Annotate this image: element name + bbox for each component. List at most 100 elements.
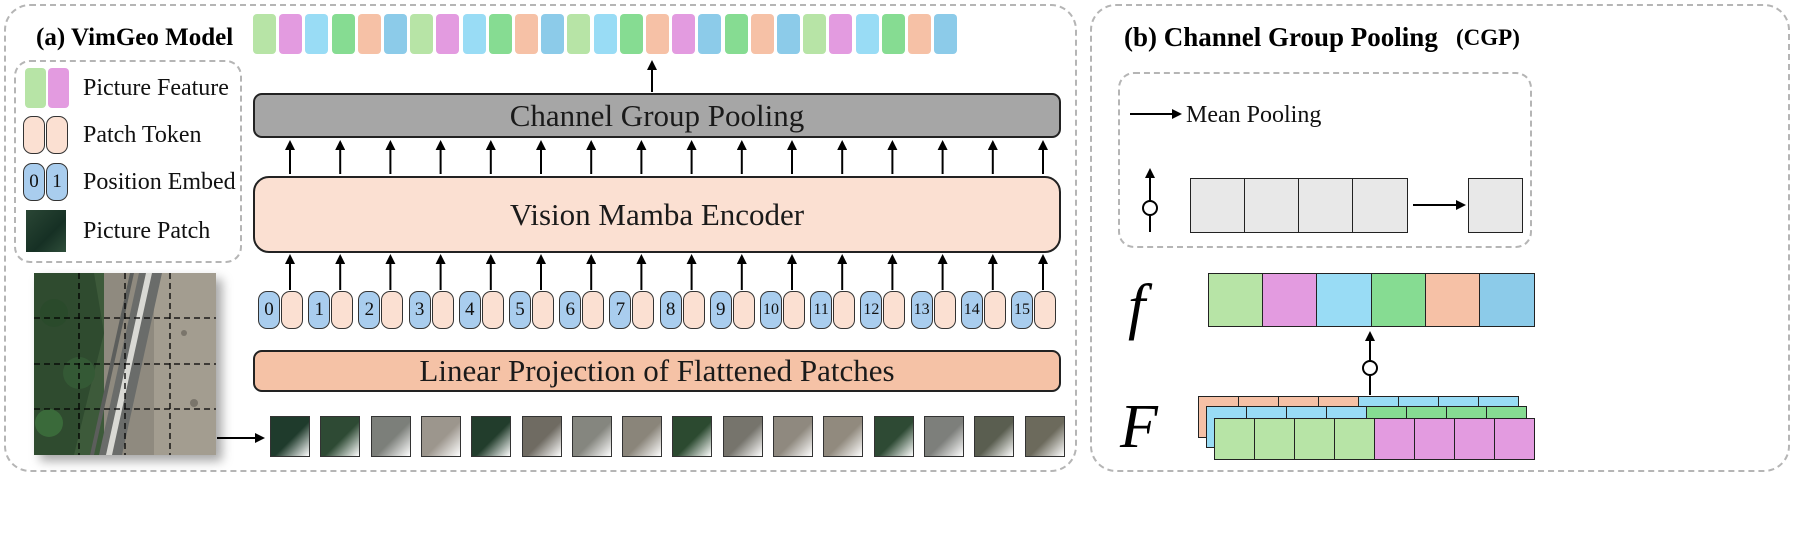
F-front-cell: [1454, 418, 1495, 460]
legend-patch-token-label: Patch Token: [83, 122, 202, 148]
picture-patch: [270, 416, 310, 457]
output-feature-cell: [829, 14, 853, 54]
picture-patch: [923, 416, 964, 457]
picture-patch: [1024, 416, 1065, 457]
output-feature-cell: [777, 14, 800, 54]
linear-projection-label: Linear Projection of Flattened Patches: [419, 353, 895, 388]
legend-picture-patch-icon: [26, 210, 66, 252]
output-feature-cell: [253, 14, 276, 54]
mean-pooling-label: Mean Pooling: [1186, 102, 1322, 128]
output-feature-cell: [462, 14, 486, 54]
position-embed-token: 0: [258, 291, 280, 329]
legend-box: [14, 60, 242, 263]
output-feature-cell: [855, 14, 879, 54]
vision-mamba-encoder-label: Vision Mamba Encoder: [509, 196, 805, 232]
f-feature-cell: [1424, 273, 1481, 327]
output-feature-cell: [515, 14, 538, 54]
panel-vimgeo-model: [4, 4, 1077, 472]
panel-channel-group-pooling: [1090, 4, 1790, 472]
patch-token: [1034, 291, 1056, 329]
picture-patch: [521, 416, 562, 457]
position-embed-token: 9: [709, 291, 732, 329]
legend-position-embed-label: Position Embed: [83, 169, 236, 195]
F-front-cell: [1294, 418, 1335, 460]
patch-token: [933, 291, 956, 329]
output-feature-cell: [488, 14, 512, 54]
picture-patch: [873, 416, 914, 457]
panel-b-title: (b) Channel Group Pooling: [1124, 22, 1438, 52]
patch-token: [983, 291, 1006, 329]
output-feature-cell: [698, 14, 722, 54]
output-feature-cell: [593, 14, 617, 54]
position-embed-token: 12: [860, 291, 883, 329]
position-embed-token: 7: [609, 291, 632, 329]
satellite-image: [34, 273, 216, 455]
channel-group-pooling-box: Channel Group Pooling: [253, 93, 1061, 138]
output-feature-cell: [331, 14, 355, 54]
position-embed-token: 8: [659, 291, 682, 329]
F-front-cell: [1214, 418, 1255, 460]
output-feature-cell: [357, 14, 381, 54]
patch-token: [732, 291, 755, 329]
F-front-cell: [1334, 418, 1375, 460]
patch-token: [281, 291, 303, 329]
position-embed-token: 6: [559, 291, 582, 329]
f-feature-cell: [1208, 273, 1264, 327]
linear-projection-box: Linear Projection of Flattened Patches: [253, 350, 1061, 392]
output-feature-cell: [541, 14, 565, 54]
F-front-layer: [1214, 418, 1535, 460]
panel-b-title-abbr: (CGP): [1456, 25, 1520, 50]
patch-token: [632, 291, 655, 329]
output-feature-cell: [567, 14, 591, 54]
F-front-cell: [1254, 418, 1295, 460]
output-feature-cell: [934, 14, 958, 54]
output-feature-cell: [384, 14, 407, 54]
channel-group-pooling-label: Channel Group Pooling: [509, 97, 805, 133]
output-feature-cell: [646, 14, 669, 54]
patch-token: [532, 291, 554, 329]
output-feature-cell: [803, 14, 827, 54]
legend-patch-token-icon: [23, 116, 71, 156]
position-embed-token: 13: [910, 291, 933, 329]
patch-token: [582, 291, 605, 329]
position-embed-token: 2: [358, 291, 381, 329]
picture-patch: [773, 416, 813, 457]
position-embed-token: 11: [810, 291, 833, 329]
output-feature-cell: [908, 14, 931, 54]
patch-token: [682, 291, 705, 329]
f-feature-cell: [1316, 273, 1373, 327]
f-feature-row: [1208, 273, 1535, 327]
patch-token: [783, 291, 805, 329]
picture-patch: [722, 416, 763, 457]
position-embed-token: 14: [960, 291, 983, 329]
patch-token: [481, 291, 504, 329]
legend-picture-patch-label: Picture Patch: [83, 218, 211, 244]
output-feature-cell: [619, 14, 643, 54]
legend-position-embed-icon: 0 1: [23, 163, 71, 203]
picture-patch: [571, 416, 612, 457]
picture-patch: [622, 416, 663, 457]
output-feature-cell: [410, 14, 434, 54]
position-embed-token: 5: [509, 291, 531, 329]
picture-patch: [974, 416, 1015, 457]
pooling-input-block: [1190, 178, 1408, 233]
pooling-output-block: [1468, 178, 1523, 233]
f-feature-cell: [1479, 273, 1535, 327]
position-embed-token: 3: [408, 291, 431, 329]
picture-patch: [370, 416, 411, 457]
picture-patch: [420, 416, 461, 457]
patch-token: [431, 291, 454, 329]
output-feature-cell: [436, 14, 460, 54]
legend-picture-feature-icon: [25, 68, 70, 110]
position-embed-token: 4: [458, 291, 481, 329]
patch-token: [381, 291, 404, 329]
output-feature-cell: [724, 14, 748, 54]
f-feature-cell: [1262, 273, 1319, 327]
f-feature-cell: [1370, 273, 1427, 327]
position-embed-token: 15: [1011, 291, 1033, 329]
output-feature-cell: [672, 14, 696, 54]
vision-mamba-encoder-box: Vision Mamba Encoder: [253, 176, 1061, 253]
output-feature-cell: [279, 14, 303, 54]
picture-patch: [823, 416, 864, 457]
legend-picture-feature-label: Picture Feature: [83, 75, 229, 101]
